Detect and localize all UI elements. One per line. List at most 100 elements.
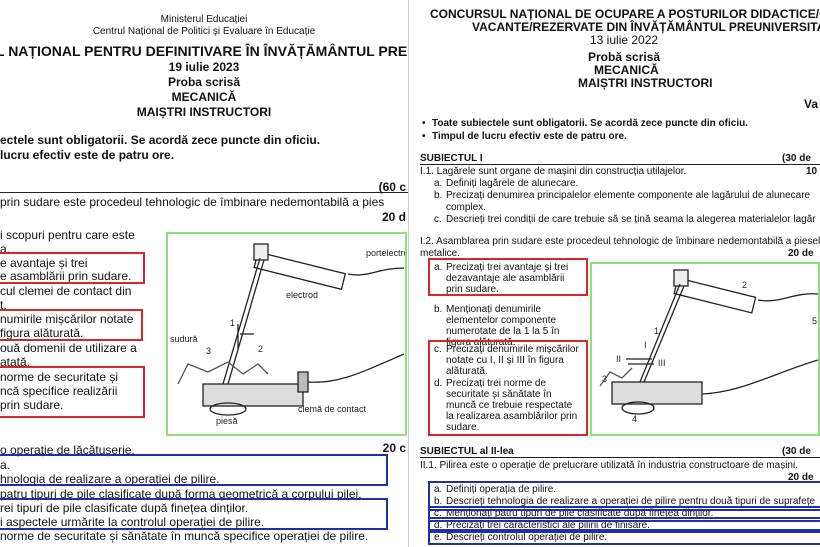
label-r1: I xyxy=(644,340,647,350)
label-electrod: electrod xyxy=(286,290,318,300)
i2-item-text: Precizați trei avantaje și trei dezavant… xyxy=(446,262,569,295)
highlight-red xyxy=(0,309,143,341)
exam-subtitle: MAIȘTRI INSTRUCTORI xyxy=(578,76,713,90)
i1-item-key: b. xyxy=(434,190,443,201)
i2-item-text: Precizați trei norme de securitate și să… xyxy=(446,378,578,433)
ii1-item-key: e. xyxy=(434,532,443,543)
list-item: figura alăturată. xyxy=(0,326,84,340)
i1-item-text: Descrieți trei condiții de care trebuie … xyxy=(446,214,816,225)
variant-label: Va xyxy=(804,97,819,111)
ii1-item-text: Definiți operația de pilire. xyxy=(446,484,557,495)
contest-title-2: VACANTE/REZERVATE DIN ÎNVĂȚĂMÂNTUL PREUN… xyxy=(472,20,820,34)
i2-item-key: b. xyxy=(434,304,443,315)
section-rule xyxy=(0,192,408,193)
i2-item-key: c. xyxy=(434,344,442,355)
exam-date: 13 iulie 2022 xyxy=(590,33,659,47)
exam-date: 19 iulie 2023 xyxy=(168,60,240,74)
label-clema: clemă de contact xyxy=(298,404,367,414)
exam-type: Proba scrisă xyxy=(167,75,241,89)
center-name: Centrul Național de Politici și Evaluare… xyxy=(92,26,316,37)
exam-page-2023: Ministerul Educației Centrul Național de… xyxy=(0,0,408,547)
i2-points: 20 de xyxy=(788,248,814,259)
i1-points: 10 xyxy=(806,166,818,177)
label-n4: 4 xyxy=(632,414,637,424)
ii1-item-text: Precizați trei caracteristici ale piliri… xyxy=(446,520,650,531)
list-item: e asamblării prin sudare. xyxy=(0,269,132,283)
subject-2-rule xyxy=(420,457,820,458)
highlight-blue xyxy=(0,498,388,530)
i2-title: I.2. Asamblarea prin sudare este procede… xyxy=(420,236,820,247)
i1-item-text: Precizați denumirea principalelor elemen… xyxy=(446,190,811,201)
i1-item-text: Definiți lagărele de alunecare. xyxy=(446,178,579,189)
list-item: ouă domenii de utilizare a xyxy=(0,341,137,355)
label-n2: 2 xyxy=(742,280,747,290)
i1-item-text: complex. xyxy=(446,202,487,213)
list-item: rei tipuri de pile clasificate după fine… xyxy=(0,501,249,515)
welding-figure: 1 2 3 4 5 I II III xyxy=(599,269,818,424)
label-sudura: sudură xyxy=(170,334,198,344)
i2-item-key: d. xyxy=(434,378,443,389)
list-item: numirile mișcărilor notate xyxy=(0,312,134,326)
list-item: i aspectele urmărite la controlul operaț… xyxy=(0,515,265,529)
subject-1-points: (30 de xyxy=(782,153,811,164)
subject-1-title: SUBIECTUL I xyxy=(420,153,483,164)
highlight-blue xyxy=(428,481,820,511)
list-item: atată. xyxy=(0,355,31,369)
exam-page-2022: CONCURSUL NAȚIONAL DE OCUPARE A POSTURIL… xyxy=(412,0,820,547)
ii1-item-text: Descrieți controlul operației de pilire. xyxy=(446,532,608,543)
list-item: t. xyxy=(0,298,7,312)
list-item: i scopuri pentru care este xyxy=(0,228,135,242)
highlight-red xyxy=(0,252,145,284)
rule-line-2: lucru efectiv este de patru ore. xyxy=(0,148,175,162)
rule-line-2: Timpul de lucru efectiv este de patru or… xyxy=(422,131,627,142)
highlight-blue xyxy=(428,506,820,522)
section-points: (60 c xyxy=(378,180,406,194)
subject-2-title: SUBIECTUL al II-lea xyxy=(420,446,514,457)
label-n3: 3 xyxy=(602,374,607,384)
i1-item-key: a. xyxy=(434,178,443,189)
i2-title-continued: metalice. xyxy=(420,248,461,259)
exercise-points: 20 d xyxy=(381,210,406,224)
exercise-intro: prin sudare este procedeul tehnologic de… xyxy=(0,195,385,209)
page-divider xyxy=(408,0,413,547)
ii1-item-key: c. xyxy=(434,508,442,519)
exercise-2-title: o operație de lăcătușerie. xyxy=(0,443,135,457)
list-item: norme de securitate și sănătate în muncă… xyxy=(0,529,369,543)
ii1-item-text: Menționați patru tipuri de pile clasific… xyxy=(446,508,714,519)
ii1-title: II.1. Pilirea este o operație de prelucr… xyxy=(420,460,798,471)
highlight-red xyxy=(0,366,145,418)
highlight-blue xyxy=(428,517,820,533)
exam-subtitle: MAIȘTRI INSTRUCTORI xyxy=(136,105,272,119)
list-item: hnologia de realizare a operației de pil… xyxy=(0,472,220,486)
i1-item-key: c. xyxy=(434,214,442,225)
label-r2: II xyxy=(616,354,621,364)
ii1-points: 20 de xyxy=(788,472,814,483)
ii1-item-key: d. xyxy=(434,520,443,531)
welding-figure-frame xyxy=(590,262,820,436)
list-item: a. xyxy=(0,458,11,472)
list-item: e avantaje și trei xyxy=(0,256,88,270)
exam-subject: MECANICĂ xyxy=(171,90,237,104)
ii1-item-key: a. xyxy=(434,484,443,495)
rule-line-1: Toate subiectele sunt obligatorii. Se ac… xyxy=(422,118,748,129)
exercise-2-points: 20 c xyxy=(382,441,406,455)
i2-item-key: a. xyxy=(434,262,443,273)
label-portelectrod: portelectrod xyxy=(366,248,405,258)
label-n1: 1 xyxy=(654,326,659,336)
label-two: 2 xyxy=(258,344,263,354)
label-n5: 5 xyxy=(812,316,817,326)
exam-subject: MECANICĂ xyxy=(594,63,659,77)
list-item: a. xyxy=(0,242,11,256)
list-item: prin sudare. xyxy=(0,398,64,412)
list-item: ncă specifice realizării xyxy=(0,384,118,398)
welding-figure-frame xyxy=(166,232,407,436)
highlight-blue xyxy=(0,454,388,486)
subject-2-points: (30 de xyxy=(782,446,811,457)
list-item: cul clemei de contact din xyxy=(0,284,132,298)
exam-type: Probă scrisă xyxy=(588,50,661,64)
label-piesa: piesă xyxy=(216,416,238,426)
highlight-blue xyxy=(428,529,820,545)
i2-item-text: Precizați denumirile mișcărilor notate c… xyxy=(446,344,579,377)
ii1-item-text: Descrieți tehnologia de realizare a oper… xyxy=(446,496,816,507)
